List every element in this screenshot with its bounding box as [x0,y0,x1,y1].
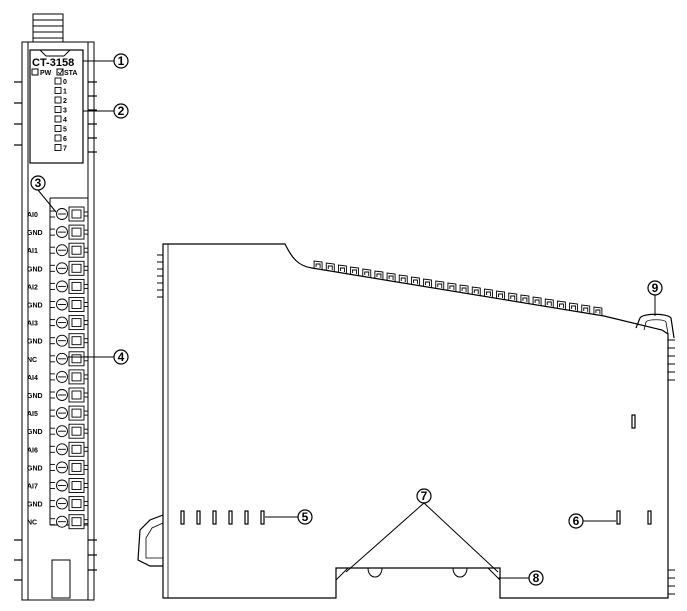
top-connector [32,13,64,43]
channel-led-square [54,96,62,104]
channel-led-label: 5 [63,127,67,134]
callout-leaders [37,60,656,579]
terminal-label: GND [27,393,43,400]
channel-led-label: 3 [63,108,67,115]
terminal-label: GND [27,303,43,310]
callout-6: 6 [568,513,584,529]
terminal-label: GND [27,230,43,237]
led-pw-label: PW [40,70,52,77]
callout-7: 7 [416,488,432,504]
svg-text:3: 3 [35,176,42,190]
callout-5: 5 [297,509,313,525]
vent-slots [180,414,652,525]
channel-led-square [54,115,62,123]
terminal-label: AI4 [27,375,38,382]
led-sta-label: STA [64,70,77,77]
svg-text:9: 9 [652,281,659,295]
terminal-label: GND [27,266,43,273]
terminal-label: GND [27,502,43,509]
channel-led-label: 1 [63,89,67,96]
terminal-row[interactable] [50,351,88,367]
callout-8: 8 [528,570,544,586]
channel-led-square [54,77,62,85]
terminal-label: AI3 [27,321,38,328]
terminal-label: NC [27,357,37,364]
channel-led-square [54,144,62,151]
callout-1: 1 [113,53,129,69]
terminal-label: AI2 [27,284,38,291]
terminal-label: GND [27,429,43,436]
channel-led-label: 4 [63,117,67,124]
terminal-row[interactable] [50,514,88,530]
svg-text:1: 1 [118,54,125,68]
channel-led-list: 0 1 2 3 4 5 6 7 [54,77,67,153]
side-housing [162,243,669,599]
channel-led-label: 7 [63,146,67,153]
terminal-row[interactable] [50,260,88,276]
led-pw-square [31,68,39,76]
terminal-row[interactable] [50,206,88,222]
terminal-label: AI7 [27,484,38,491]
terminal-row[interactable] [50,387,88,403]
led-sta-square [56,68,64,76]
release-lever [51,559,71,599]
channel-led-square [54,125,62,132]
channel-led-label: 0 [63,79,67,86]
terminal-row[interactable] [50,333,88,349]
terminal-row[interactable] [50,441,88,457]
terminal-list: AI0GNDAI1GNDAI2GNDAI3GNDNCAI4GNDAI5GNDAI… [27,206,88,530]
terminal-row[interactable] [50,224,88,240]
channel-led-square [54,106,62,113]
terminal-label: GND [27,339,43,346]
channel-led-label: 6 [63,136,67,143]
terminal-label: AI5 [27,411,38,418]
terminal-row[interactable] [50,478,88,493]
channel-led-square [54,134,62,142]
right-tabs [88,81,97,571]
terminal-row[interactable] [50,242,88,258]
channel-led-square [54,87,62,94]
terminal-row[interactable] [50,405,88,421]
callout-9: 9 [647,280,663,296]
model-name: CT-3158 [32,57,74,69]
terminal-row[interactable] [50,459,88,475]
left-tabs [14,81,22,581]
terminal-row[interactable] [50,297,88,312]
terminal-label: AI1 [27,248,38,255]
terminal-label: AI0 [27,212,38,219]
terminal-row[interactable] [50,369,88,385]
right-ridges [668,339,675,595]
left-ridges [157,254,163,298]
svg-text:8: 8 [533,571,540,585]
callout-3: 3 [30,175,46,191]
terminal-label: GND [27,465,43,472]
terminal-label: NC [27,520,37,527]
svg-text:6: 6 [573,514,580,528]
terminal-label: AI6 [27,447,38,454]
led-sta-check-icon [57,68,64,75]
svg-text:4: 4 [118,350,125,364]
terminal-row[interactable] [50,496,88,512]
side-view [137,243,675,599]
svg-text:2: 2 [118,104,125,118]
callout-4: 4 [113,349,129,365]
terminal-row[interactable] [50,278,88,294]
terminal-row[interactable] [50,315,88,331]
rail-hook [137,514,164,567]
svg-text:7: 7 [421,489,428,503]
svg-text:5: 5 [302,510,309,524]
channel-led-label: 2 [63,98,67,105]
terminal-row[interactable] [50,423,88,439]
callout-2: 2 [113,103,129,119]
top-connector-teeth [313,260,603,316]
